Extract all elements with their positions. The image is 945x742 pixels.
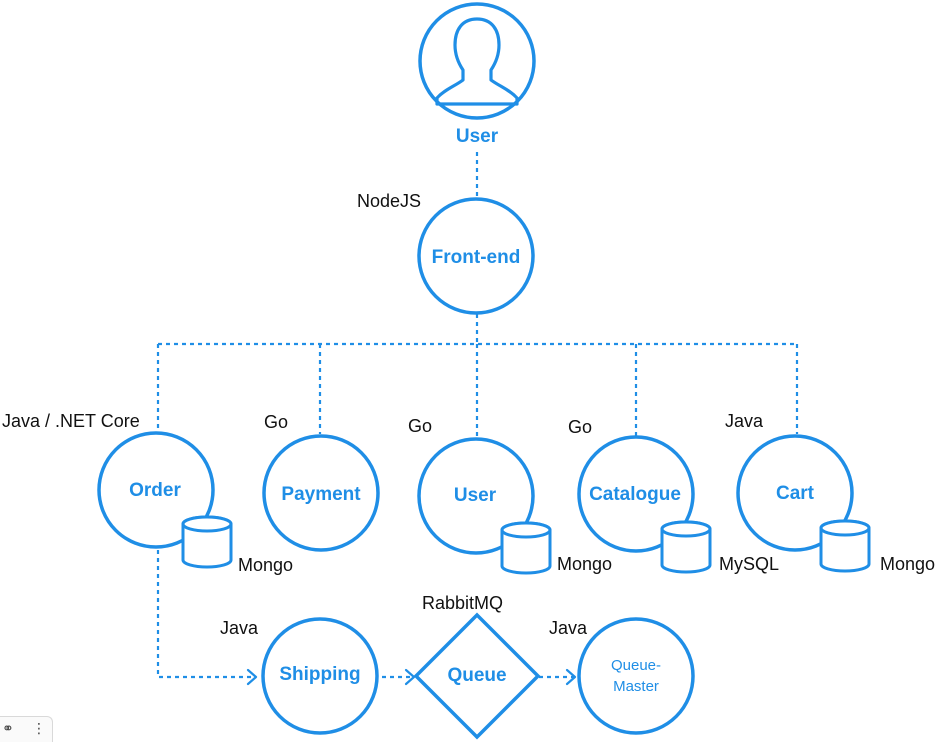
cart-node: Cart bbox=[736, 434, 871, 573]
arrowhead-queuemaster bbox=[565, 668, 577, 686]
cart-label: Cart bbox=[776, 483, 815, 504]
payment-node: Payment bbox=[262, 434, 380, 552]
frontend-tech-label: NodeJS bbox=[357, 191, 421, 211]
more-options-icon[interactable]: ⋮ bbox=[32, 721, 46, 737]
catalogue-database-icon bbox=[660, 520, 712, 574]
user-silhouette-icon bbox=[435, 17, 519, 106]
catalogue-db-label: MySQL bbox=[719, 554, 779, 574]
catalogue-tech-label: Go bbox=[568, 417, 592, 437]
frontend-node: Front-end bbox=[417, 197, 535, 315]
catalogue-circle bbox=[577, 435, 695, 553]
user-label: User bbox=[456, 126, 499, 147]
frontend-label: Front-end bbox=[432, 247, 521, 268]
corner-toolbar: ⚭ ⋮ bbox=[0, 716, 53, 742]
user-service-database-icon bbox=[500, 521, 552, 575]
queue-master-circle bbox=[577, 617, 695, 735]
order-label: Order bbox=[129, 480, 181, 501]
arrowhead-shipping bbox=[246, 668, 258, 686]
queue-label: Queue bbox=[447, 665, 506, 686]
shipping-label: Shipping bbox=[279, 664, 360, 685]
user-service-tech-label: Go bbox=[408, 416, 432, 436]
user-service-circle bbox=[417, 437, 535, 555]
shipping-node: Shipping bbox=[261, 617, 379, 735]
shipping-circle bbox=[261, 617, 379, 735]
user-service-node: User bbox=[417, 437, 552, 575]
order-db-label: Mongo bbox=[238, 555, 293, 575]
queue-diamond bbox=[413, 612, 541, 740]
user-service-db-label: Mongo bbox=[557, 554, 612, 574]
cart-database-icon bbox=[819, 519, 871, 573]
user-node: User bbox=[418, 2, 536, 147]
payment-circle bbox=[262, 434, 380, 552]
queue-master-tech-label: Java bbox=[549, 618, 588, 638]
queue-master-node: Queue- Master bbox=[577, 617, 695, 735]
queue-master-label-line2: Master bbox=[613, 678, 659, 695]
connectors bbox=[156, 152, 799, 686]
queue-node: Queue bbox=[413, 612, 541, 740]
cart-db-label: Mongo bbox=[880, 554, 935, 574]
cart-circle bbox=[736, 434, 854, 552]
catalogue-label: Catalogue bbox=[589, 484, 681, 505]
payment-label: Payment bbox=[281, 484, 361, 505]
user-service-label: User bbox=[454, 485, 497, 506]
catalogue-node: Catalogue bbox=[577, 435, 712, 574]
edge-order-shipping bbox=[156, 550, 255, 679]
queue-tech-label: RabbitMQ bbox=[422, 593, 503, 613]
lens-icon[interactable]: ⚭ bbox=[2, 721, 14, 737]
order-circle bbox=[97, 431, 215, 549]
order-database-icon bbox=[181, 515, 233, 569]
arrowhead-queue bbox=[404, 668, 416, 686]
payment-tech-label: Go bbox=[264, 412, 288, 432]
queue-master-label-line1: Queue- bbox=[611, 657, 661, 674]
cart-tech-label: Java bbox=[725, 411, 764, 431]
order-node: Order bbox=[97, 431, 233, 569]
order-tech-label: Java / .NET Core bbox=[2, 411, 140, 431]
shipping-tech-label: Java bbox=[220, 618, 259, 638]
frontend-circle bbox=[417, 197, 535, 315]
